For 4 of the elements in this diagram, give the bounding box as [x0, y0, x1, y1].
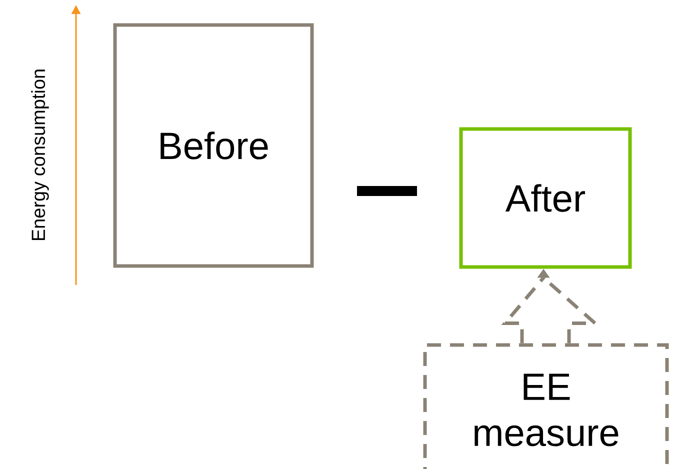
callout-box: EE measure: [423, 343, 669, 469]
axis-label: Energy consumption: [31, 70, 49, 240]
process-box: Before: [113, 23, 314, 268]
process-box: After: [459, 127, 632, 269]
